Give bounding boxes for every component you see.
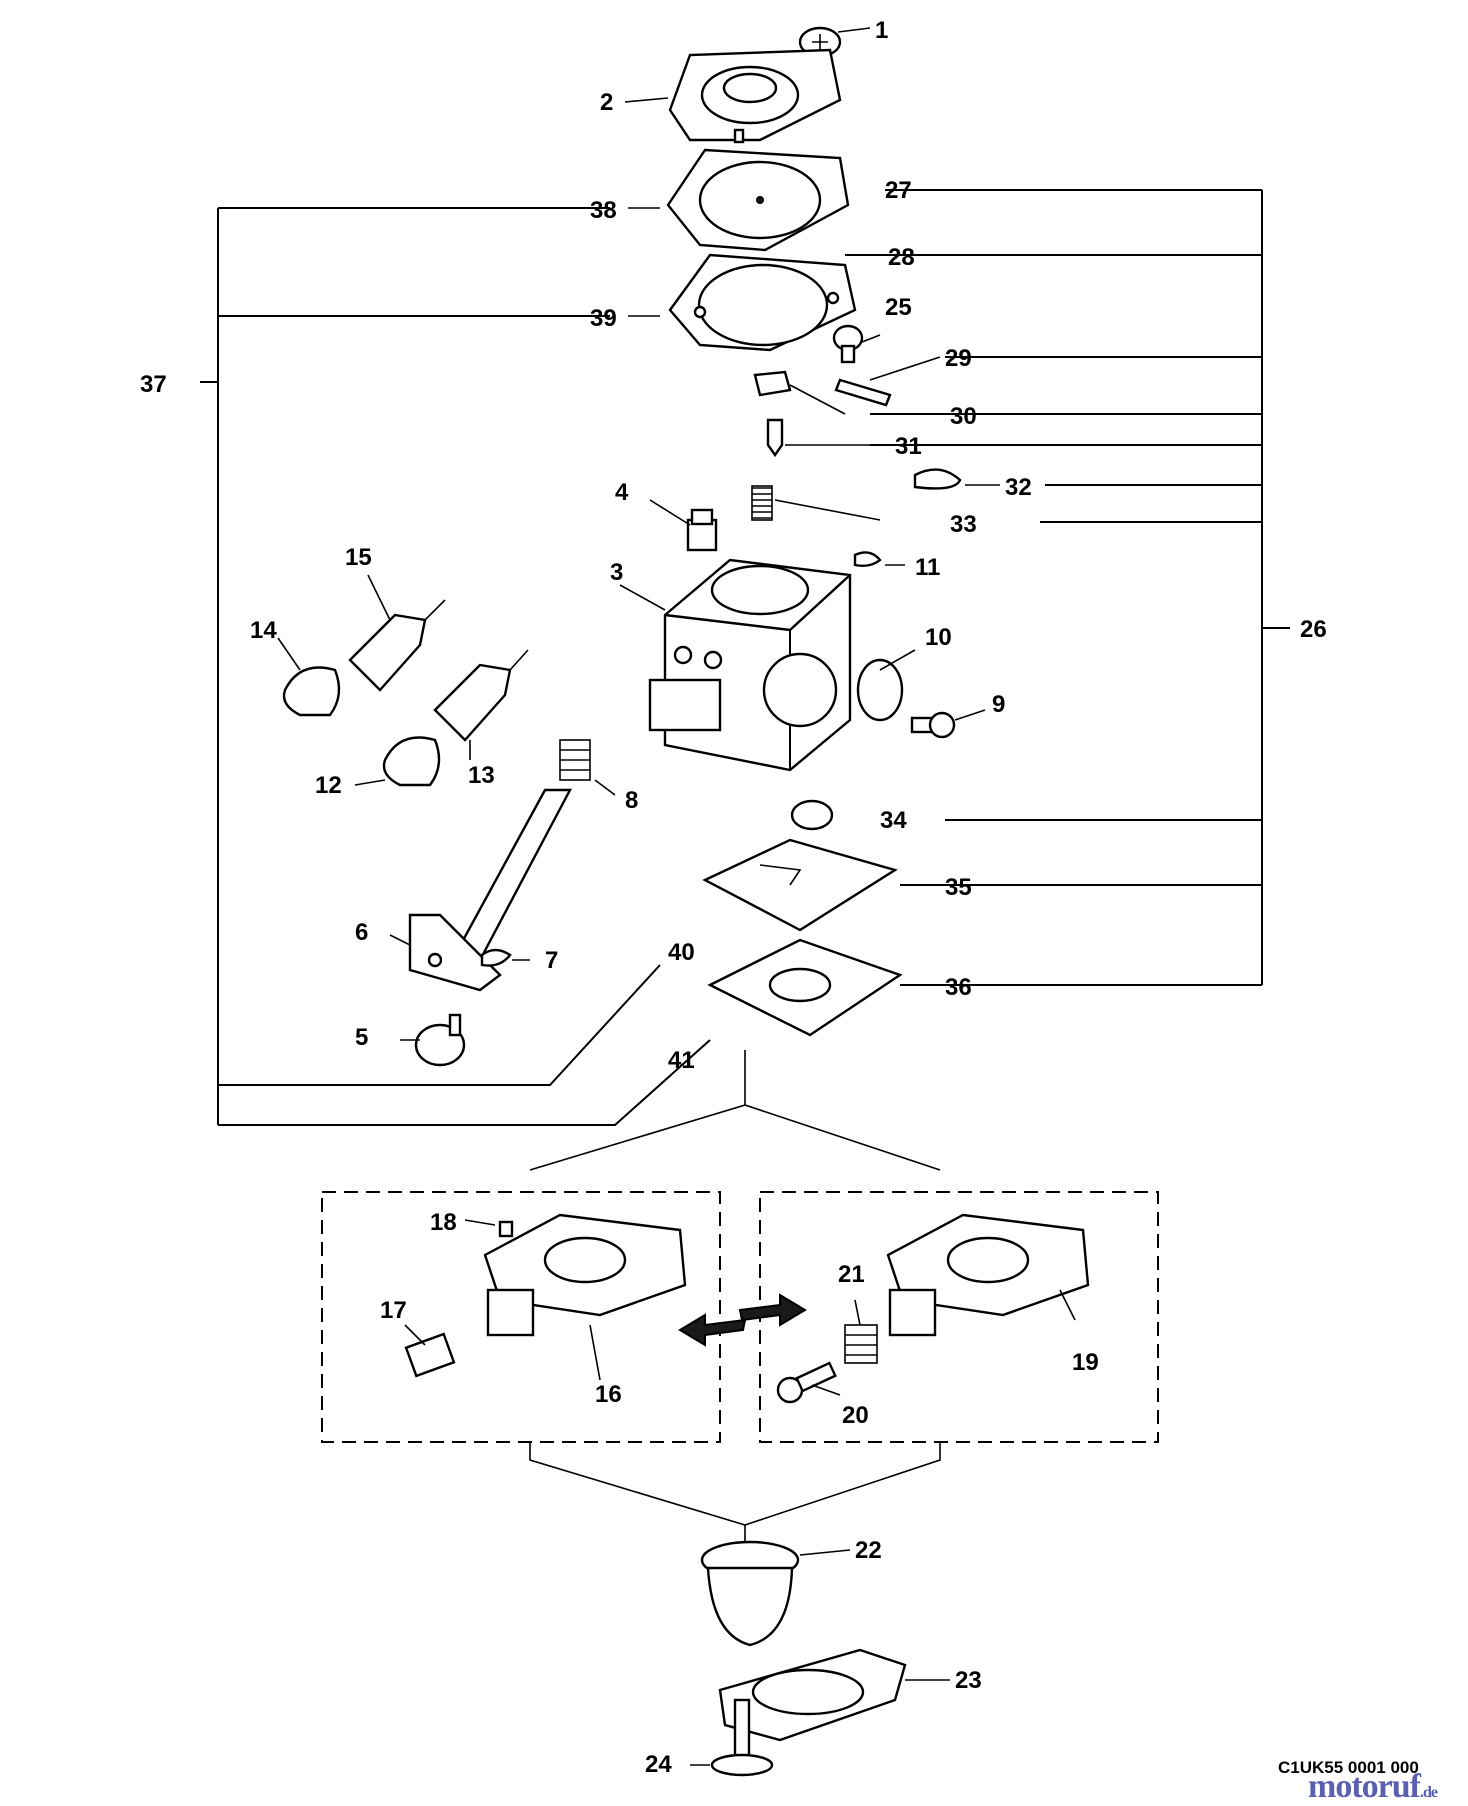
spring-33 bbox=[751, 485, 773, 521]
drawing-code: C1UK55 0001 000 bbox=[1278, 1758, 1419, 1777]
callout-29: 29 bbox=[945, 345, 972, 372]
plate-10 bbox=[856, 658, 904, 722]
callout-7: 7 bbox=[545, 947, 558, 974]
callout-25: 25 bbox=[885, 294, 912, 321]
needle-31 bbox=[766, 418, 784, 458]
callouts: 1 2 3 4 5 6 7 8 9 10 11 12 13 14 15 16 1… bbox=[140, 17, 1327, 1778]
callout-27: 27 bbox=[885, 177, 912, 204]
gasket-36 bbox=[707, 938, 903, 1037]
needle-15 bbox=[348, 599, 446, 692]
watermark-name: motoruf bbox=[1308, 1768, 1421, 1805]
callout-17: 17 bbox=[380, 1297, 407, 1324]
screw-17 bbox=[404, 1332, 456, 1378]
callout-13: 13 bbox=[468, 762, 495, 789]
callout-15: 15 bbox=[345, 544, 372, 571]
callout-31: 31 bbox=[895, 433, 922, 460]
callout-24: 24 bbox=[645, 1751, 672, 1778]
callout-41: 41 bbox=[668, 1047, 695, 1074]
callout-20: 20 bbox=[842, 1402, 869, 1429]
limiter-cap-12 bbox=[382, 736, 441, 787]
screw-5 bbox=[414, 1013, 466, 1067]
kit-bracket-26 bbox=[845, 189, 1290, 986]
lever-30 bbox=[753, 370, 792, 397]
callout-1: 1 bbox=[875, 17, 888, 44]
callout-35: 35 bbox=[945, 874, 972, 901]
callout-12: 12 bbox=[315, 772, 342, 799]
callout-26: 26 bbox=[1300, 616, 1327, 643]
callout-9: 9 bbox=[992, 691, 1005, 718]
callout-11: 11 bbox=[915, 554, 940, 581]
pump-cover-2 bbox=[668, 48, 842, 144]
screw-9 bbox=[910, 711, 956, 739]
callout-32: 32 bbox=[1005, 474, 1032, 501]
callout-14: 14 bbox=[250, 617, 277, 644]
spring-8 bbox=[559, 739, 591, 781]
callout-33: 33 bbox=[950, 511, 977, 538]
gasket-39 bbox=[668, 253, 857, 352]
callout-18: 18 bbox=[430, 1209, 457, 1236]
plug-18 bbox=[498, 1220, 514, 1238]
needle-4 bbox=[686, 508, 718, 552]
clip-11 bbox=[853, 551, 882, 568]
primer-bulb-22 bbox=[700, 1540, 800, 1647]
callout-16: 16 bbox=[595, 1381, 622, 1408]
callout-39: 39 bbox=[590, 305, 617, 332]
pump-body-16 bbox=[483, 1213, 687, 1337]
callout-37: 37 bbox=[140, 371, 167, 398]
disc-32 bbox=[913, 468, 962, 490]
flange-23 bbox=[718, 1648, 907, 1742]
screw-20 bbox=[776, 1361, 837, 1404]
callout-23: 23 bbox=[955, 1667, 982, 1694]
throttle-shaft-6 bbox=[408, 788, 572, 992]
diaphragm-38 bbox=[666, 148, 850, 252]
callout-34: 34 bbox=[880, 807, 907, 834]
callout-30: 30 bbox=[950, 403, 977, 430]
clip-7 bbox=[480, 948, 512, 967]
screw-24 bbox=[710, 1698, 774, 1777]
filter-34 bbox=[790, 799, 834, 831]
screw-25 bbox=[832, 324, 864, 364]
pump-body-19 bbox=[886, 1213, 1090, 1337]
diaphragm-35 bbox=[702, 838, 898, 932]
carburetor-body-3 bbox=[648, 558, 852, 772]
callout-4: 4 bbox=[615, 479, 629, 506]
callout-3: 3 bbox=[610, 559, 623, 586]
kit-bracket-37 bbox=[200, 207, 711, 1126]
variant-box-left bbox=[321, 1191, 721, 1443]
spring-21 bbox=[844, 1324, 878, 1364]
swap-arrows bbox=[678, 1293, 807, 1347]
callout-19: 19 bbox=[1072, 1349, 1099, 1376]
callout-8: 8 bbox=[625, 787, 638, 814]
callout-40: 40 bbox=[668, 939, 695, 966]
callout-22: 22 bbox=[855, 1537, 882, 1564]
leader-lines bbox=[277, 27, 1076, 1766]
watermark-tld: .de bbox=[1419, 1784, 1438, 1801]
callout-6: 6 bbox=[355, 919, 368, 946]
callout-5: 5 bbox=[355, 1024, 368, 1051]
pin-29 bbox=[834, 378, 892, 407]
callout-28: 28 bbox=[888, 244, 915, 271]
callout-10: 10 bbox=[925, 624, 952, 651]
callout-38: 38 bbox=[590, 197, 617, 224]
needle-13 bbox=[433, 649, 529, 742]
callout-36: 36 bbox=[945, 974, 972, 1001]
watermark-logo: motoruf.de bbox=[1308, 1768, 1438, 1806]
callout-2: 2 bbox=[600, 89, 613, 116]
limiter-cap-14 bbox=[282, 666, 341, 717]
callout-21: 21 bbox=[838, 1261, 865, 1288]
